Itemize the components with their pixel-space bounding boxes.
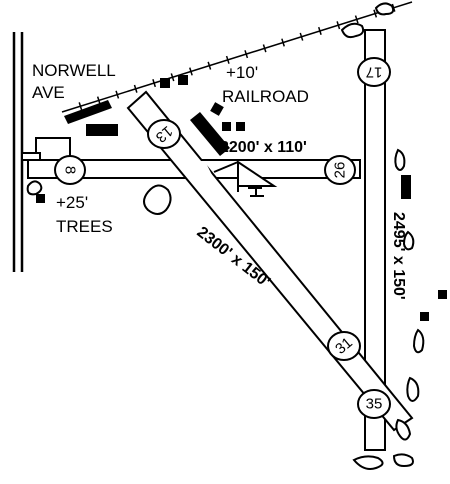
rail-tie bbox=[115, 90, 120, 99]
runway-17-35 bbox=[364, 29, 386, 451]
tree-cluster bbox=[395, 418, 412, 441]
runway-end-17-label: 17 bbox=[366, 64, 383, 81]
runway-end-8: 8 bbox=[54, 155, 86, 185]
building bbox=[236, 122, 245, 131]
trees-label: TREES bbox=[56, 217, 113, 236]
road-name-line1: NORWELL bbox=[32, 61, 116, 80]
building bbox=[401, 175, 411, 199]
rail-tie bbox=[152, 79, 157, 88]
building bbox=[86, 124, 118, 136]
runway-8-26-dimensions: 2200' x 110' bbox=[220, 139, 307, 156]
intersection-fill bbox=[185, 161, 383, 177]
rail-tie bbox=[244, 50, 249, 59]
runway-end-26-label: 26 bbox=[332, 162, 349, 179]
rail-tie bbox=[317, 26, 322, 35]
railroad-track bbox=[61, 1, 413, 113]
tree-cluster bbox=[392, 453, 414, 468]
building bbox=[420, 312, 429, 321]
railroad-height: +10' bbox=[226, 63, 258, 82]
runway-end-26: 26 bbox=[324, 155, 356, 185]
building bbox=[178, 75, 188, 85]
tree-cluster bbox=[26, 180, 43, 196]
tree-cluster bbox=[143, 184, 172, 215]
tree-cluster bbox=[412, 328, 425, 354]
rail-tie bbox=[189, 67, 193, 76]
buildings bbox=[36, 75, 447, 321]
tree-cluster bbox=[406, 376, 420, 402]
building bbox=[64, 100, 112, 124]
building bbox=[210, 102, 224, 116]
building bbox=[36, 194, 45, 203]
rail-tie bbox=[281, 38, 285, 47]
norwell-ave-road bbox=[12, 32, 24, 272]
trees-height: +25' bbox=[56, 193, 88, 212]
rail-tie bbox=[262, 44, 267, 53]
rail-tie bbox=[225, 55, 230, 64]
runway-end-17: 17 bbox=[357, 57, 391, 87]
tree-clusters bbox=[26, 2, 425, 470]
tree-cluster bbox=[402, 230, 415, 251]
runway-end-35: 35 bbox=[357, 389, 391, 419]
rail-tie bbox=[96, 96, 101, 105]
windsock-icon bbox=[213, 160, 278, 197]
building bbox=[160, 78, 170, 88]
runway-end-8-label: 8 bbox=[62, 166, 79, 174]
runway-end-13: 13 bbox=[147, 119, 181, 149]
runway-17-35-dimensions: 2495' x 150' bbox=[390, 212, 407, 300]
rail-tie bbox=[78, 102, 83, 111]
building bbox=[222, 122, 231, 131]
rail-tie bbox=[336, 21, 341, 30]
rail-tie bbox=[373, 9, 378, 18]
tree-cluster bbox=[340, 22, 365, 39]
building bbox=[438, 290, 447, 299]
runway-end-35-label: 35 bbox=[366, 396, 383, 413]
tree-cluster bbox=[352, 455, 384, 470]
railroad-label: RAILROAD bbox=[222, 87, 309, 106]
rail-tie bbox=[133, 84, 138, 93]
tree-cluster bbox=[374, 2, 395, 16]
rail-tie bbox=[299, 32, 304, 41]
road-name-line2: AVE bbox=[32, 83, 65, 102]
building bbox=[190, 112, 230, 156]
rail-tie bbox=[170, 73, 175, 82]
rail-tie bbox=[207, 61, 212, 70]
runway-end-31: 31 bbox=[327, 331, 361, 361]
rail-tie bbox=[354, 15, 359, 24]
tree-cluster bbox=[394, 148, 406, 171]
